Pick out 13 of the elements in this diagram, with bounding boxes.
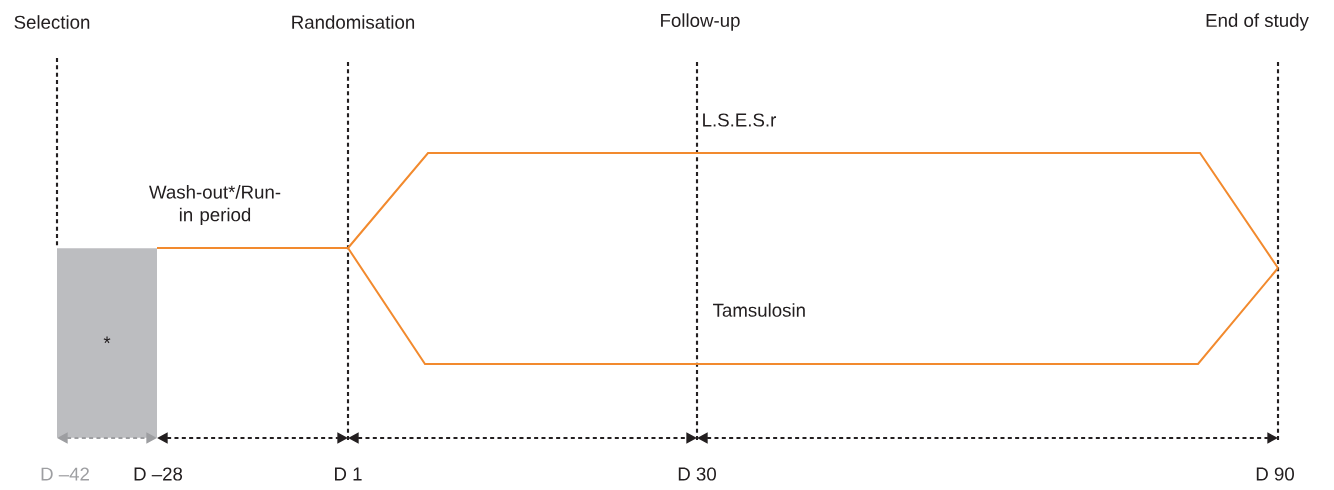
milestone-label: Randomisation	[292, 15, 415, 29]
day-label: D 30	[678, 467, 716, 481]
period-box: *	[57, 248, 157, 438]
day-label: D 90	[1256, 467, 1294, 481]
milestone-label: Selection	[14, 15, 90, 29]
day-label: D 1	[335, 467, 362, 481]
milestone-label: Follow-up	[661, 13, 740, 31]
milestone-label: End of study	[1206, 13, 1309, 31]
day-label: D –28	[134, 467, 183, 481]
period-label: Wash-out*/Run-in period	[149, 184, 281, 226]
arm-label: Tamsulosin	[713, 303, 805, 317]
day-label: D –42	[41, 467, 89, 481]
arm-label: L.S.E.S.r	[703, 113, 776, 127]
